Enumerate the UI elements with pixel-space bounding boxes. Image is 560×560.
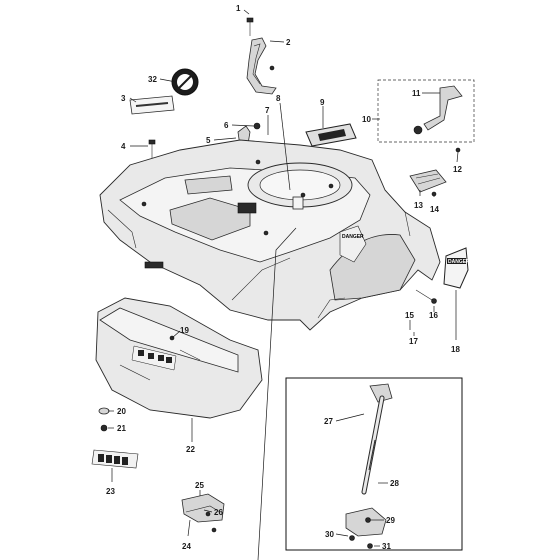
part-screw-6 bbox=[253, 122, 261, 130]
callout-13: 13 bbox=[414, 201, 423, 210]
part-washer-20 bbox=[98, 407, 110, 415]
callout-15: 15 bbox=[405, 311, 414, 320]
detail-box-strut bbox=[285, 377, 463, 551]
callout-14: 14 bbox=[430, 205, 439, 214]
part-bracket-group-10 bbox=[377, 79, 475, 153]
callout-3: 3 bbox=[121, 94, 126, 103]
danger-emblem-label: DANGER bbox=[342, 234, 364, 240]
part-danger-sticker-18: DANGER bbox=[443, 247, 470, 289]
part-connector-13 bbox=[409, 169, 447, 197]
callout-16: 16 bbox=[429, 311, 438, 320]
callout-20: 20 bbox=[117, 407, 126, 416]
callout-26: 26 bbox=[214, 508, 223, 517]
callout-21: 21 bbox=[117, 424, 126, 433]
bumper-decal bbox=[131, 345, 177, 371]
callout-28: 28 bbox=[390, 479, 399, 488]
callout-31: 31 bbox=[382, 542, 391, 551]
part-decal-32 bbox=[171, 68, 199, 96]
callout-17: 17 bbox=[409, 337, 418, 346]
part-screw-1 bbox=[246, 17, 254, 36]
callout-18: 18 bbox=[451, 345, 460, 354]
part-cable-clip-2 bbox=[246, 37, 277, 95]
part-screw-4 bbox=[148, 139, 156, 160]
callout-12: 12 bbox=[453, 165, 462, 174]
callout-11: 11 bbox=[412, 89, 421, 98]
callout-4: 4 bbox=[121, 142, 126, 151]
callout-7: 7 bbox=[265, 106, 270, 115]
callout-25: 25 bbox=[195, 481, 204, 490]
callout-29: 29 bbox=[386, 516, 395, 525]
leader-lines bbox=[108, 9, 459, 560]
part-front-bumper-22 bbox=[95, 297, 263, 419]
part-screws-15-16 bbox=[415, 289, 437, 304]
callouts: 1 2 3 4 5 6 7 8 9 10 11 12 13 14 15 16 1… bbox=[106, 4, 462, 551]
callout-1: 1 bbox=[236, 4, 241, 13]
danger-sticker-label: DANGER bbox=[448, 259, 470, 265]
callout-6: 6 bbox=[224, 121, 229, 130]
callout-9: 9 bbox=[320, 98, 325, 107]
callout-24: 24 bbox=[182, 542, 191, 551]
callout-23: 23 bbox=[106, 487, 115, 496]
callout-19: 19 bbox=[180, 326, 189, 335]
part-screw-21 bbox=[100, 424, 108, 432]
part-plate-9 bbox=[305, 123, 357, 147]
danger-emblem-on-body: DANGER bbox=[339, 225, 367, 263]
callout-2: 2 bbox=[286, 38, 291, 47]
callout-10: 10 bbox=[362, 115, 371, 124]
callout-22: 22 bbox=[186, 445, 195, 454]
callout-30: 30 bbox=[325, 530, 334, 539]
callout-5: 5 bbox=[206, 136, 211, 145]
callout-32: 32 bbox=[148, 75, 157, 84]
callout-8: 8 bbox=[276, 94, 281, 103]
callout-27: 27 bbox=[324, 417, 333, 426]
part-decal-3 bbox=[129, 95, 175, 115]
part-body-cover: DANGER bbox=[99, 139, 441, 331]
part-decal-23 bbox=[91, 449, 139, 469]
part-bracket-24 bbox=[181, 493, 225, 533]
